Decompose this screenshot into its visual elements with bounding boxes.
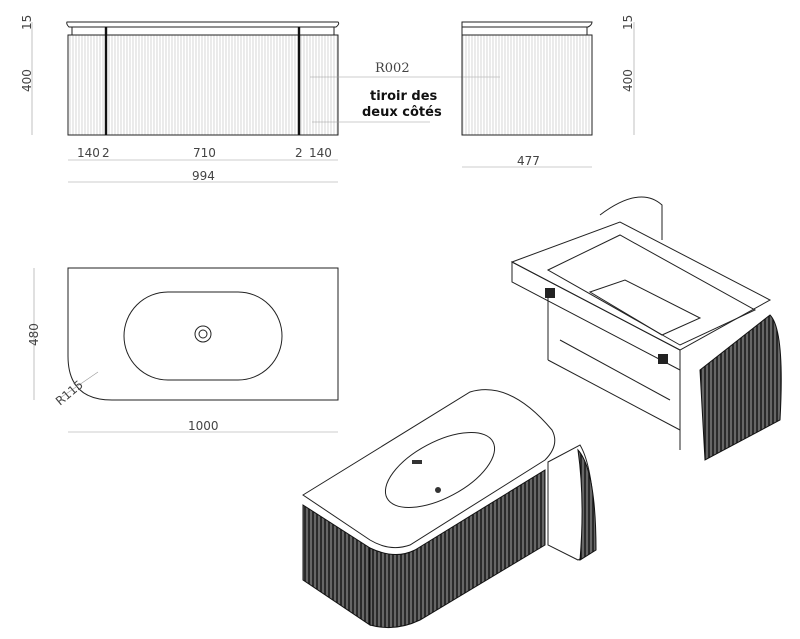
iso-view-frame (510, 196, 782, 461)
dim-gap-right: 2 (295, 146, 303, 160)
dim-width-right: 140 (309, 146, 332, 160)
dim-width-left: 140 (77, 146, 100, 160)
dim-height-body: 400 (20, 69, 34, 92)
side-dim-height-body: 400 (621, 69, 635, 92)
side-dim-height-top: 15 (621, 15, 635, 30)
dim-gap-left: 2 (102, 146, 110, 160)
iso-view-cabinet (302, 389, 597, 629)
front-view: 15 400 140 2 710 2 140 994 R002 tiroir d… (20, 15, 500, 183)
side-dim-depth: 477 (517, 154, 540, 168)
callout-note-line2: deux côtés (362, 105, 442, 120)
side-view: 15 400 477 (461, 15, 635, 168)
callout-ref: R002 (375, 61, 410, 76)
dim-total-width: 994 (192, 169, 215, 183)
dim-height-top: 15 (20, 15, 34, 30)
callout-note-line1: tiroir des (370, 89, 438, 104)
top-view: 480 R115 1000 (27, 267, 339, 433)
top-dim-radius: R115 (53, 377, 86, 408)
top-dim-depth: 480 (27, 323, 41, 346)
top-dim-width: 1000 (188, 419, 219, 433)
dim-width-center: 710 (193, 146, 216, 160)
